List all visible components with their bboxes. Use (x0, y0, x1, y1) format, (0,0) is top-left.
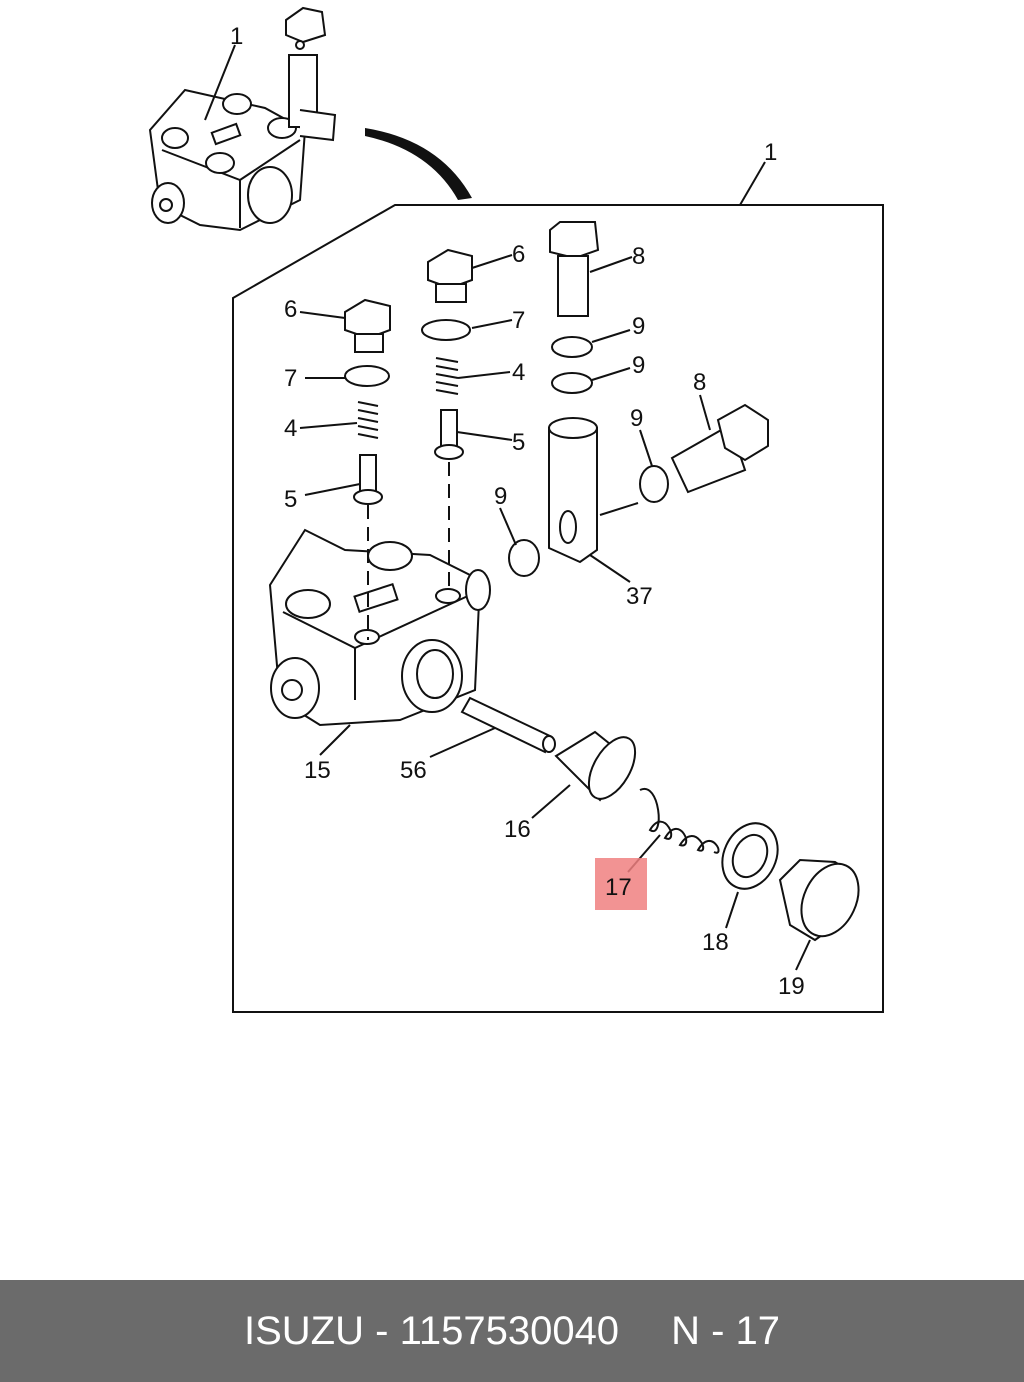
middle-plug-stack (421, 248, 473, 590)
callout-9-body: 9 (494, 483, 507, 510)
brand-name: ISUZU (243, 1308, 364, 1353)
valve-body-15 (268, 528, 491, 727)
banjo-stack (508, 221, 769, 577)
zoom-arrow (365, 128, 472, 200)
callout-7-left: 7 (284, 365, 297, 392)
callout-5-middle: 5 (512, 429, 525, 456)
part-number: 1157530040 (399, 1308, 620, 1353)
callout-19: 19 (778, 973, 805, 1000)
callout-labels: 1 1 6 6 7 7 4 4 5 5 8 8 9 9 9 9 9 37 15 … (230, 23, 805, 1000)
highlight-box (595, 858, 647, 910)
detail-frame (232, 204, 884, 1013)
callout-18: 18 (702, 929, 729, 956)
leader-lines (204, 44, 811, 971)
reference-prefix: N (671, 1308, 700, 1353)
callout-15: 15 (304, 757, 331, 784)
callout-9-side: 9 (630, 405, 643, 432)
callout-17: 17 (605, 874, 632, 901)
callout-6-left: 6 (284, 296, 297, 323)
callout-8-top: 8 (632, 243, 645, 270)
callout-9-upper: 9 (632, 313, 645, 340)
brand-separator: - (375, 1308, 389, 1353)
callout-56: 56 (400, 757, 427, 784)
callout-8-side: 8 (693, 369, 706, 396)
callout-4-left: 4 (284, 415, 297, 442)
reference-number: 17 (735, 1308, 781, 1353)
left-plug-stack (344, 298, 391, 640)
callout-1-detail: 1 (764, 139, 777, 166)
exploded-parts-diagram: 1 1 6 6 7 7 4 4 5 5 8 8 9 9 9 9 9 37 15 … (148, 6, 884, 1013)
callout-9-lower: 9 (632, 352, 645, 379)
assembly-thumbnail (148, 6, 337, 232)
callout-6-middle: 6 (512, 241, 525, 268)
callout-4-middle: 4 (512, 359, 525, 386)
relief-parts (460, 696, 860, 942)
callout-37: 37 (626, 583, 653, 610)
callout-7-middle: 7 (512, 307, 525, 334)
callout-1-thumbnail: 1 (230, 23, 243, 50)
callout-16: 16 (504, 816, 531, 843)
callout-5-left: 5 (284, 486, 297, 513)
